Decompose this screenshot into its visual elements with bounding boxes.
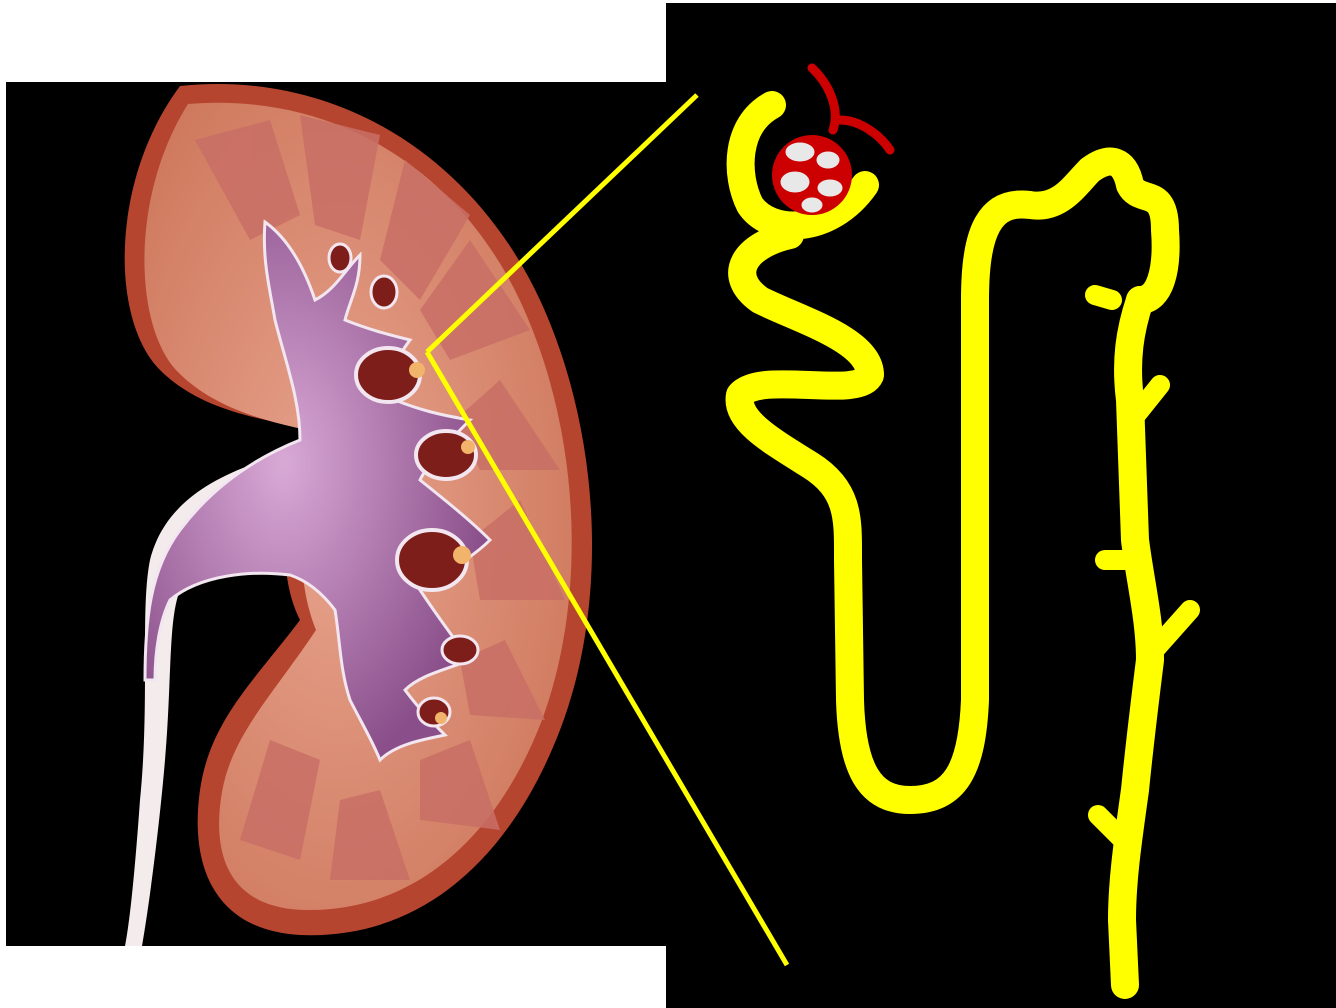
calyx-cup [356,348,420,402]
calyx-cup [329,244,351,272]
calyx-cup [416,431,476,479]
calyx-cup [371,276,397,308]
nephron-icon [740,105,1190,985]
calyx-cup [442,636,478,664]
